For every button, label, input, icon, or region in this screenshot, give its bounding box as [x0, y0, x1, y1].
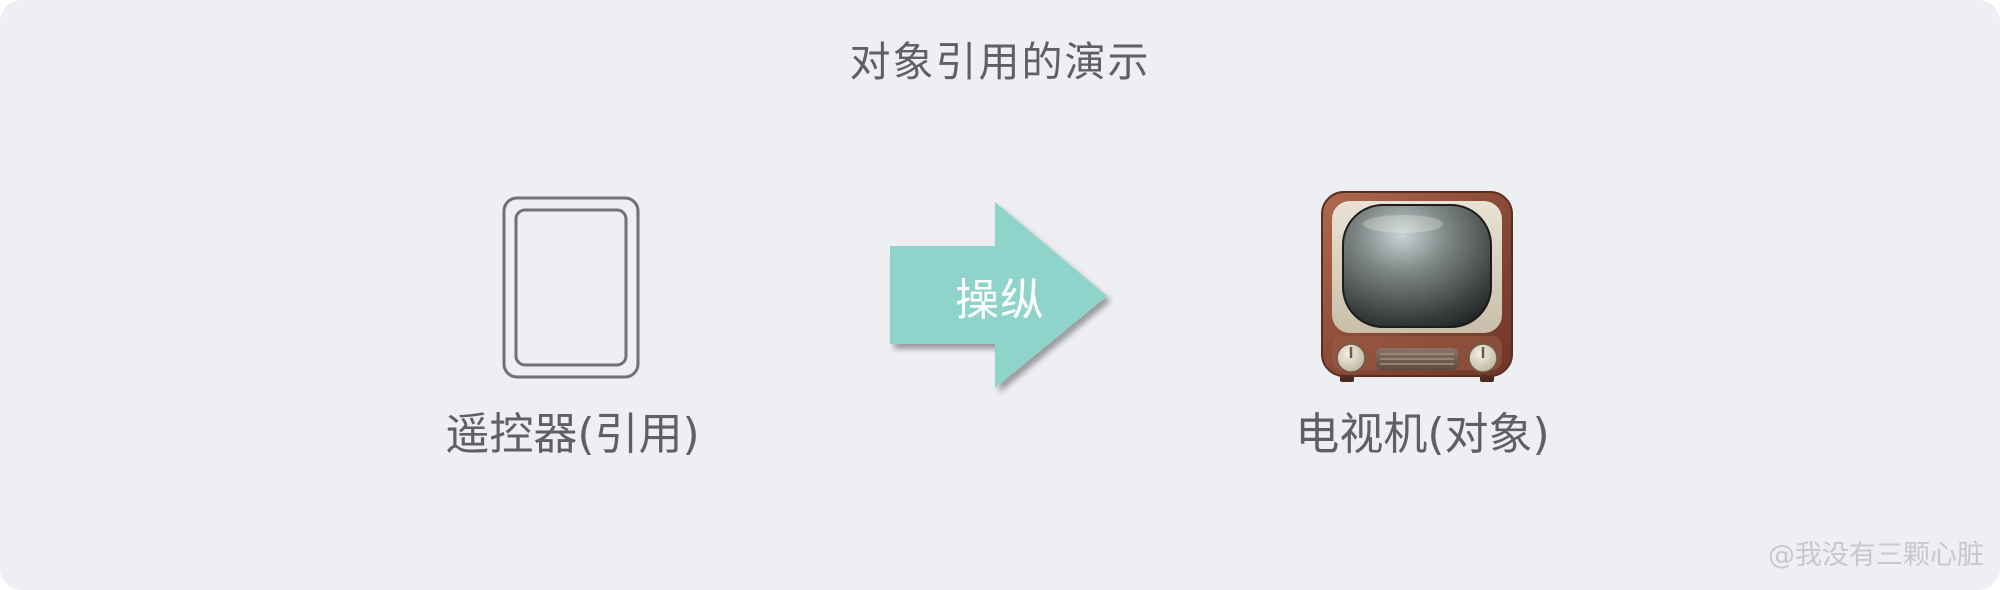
page-title: 对象引用的演示 — [849, 38, 1151, 86]
arrow-shape — [885, 196, 1115, 396]
watermark: @我没有三颗心脏 — [1768, 540, 1984, 571]
reference-label: 遥控器(引用) — [445, 409, 700, 460]
object-label: 电视机(对象) — [1295, 409, 1550, 460]
arrow-label: 操纵 — [955, 275, 1045, 326]
remote-control-icon — [502, 196, 640, 379]
television-icon — [1318, 188, 1516, 388]
